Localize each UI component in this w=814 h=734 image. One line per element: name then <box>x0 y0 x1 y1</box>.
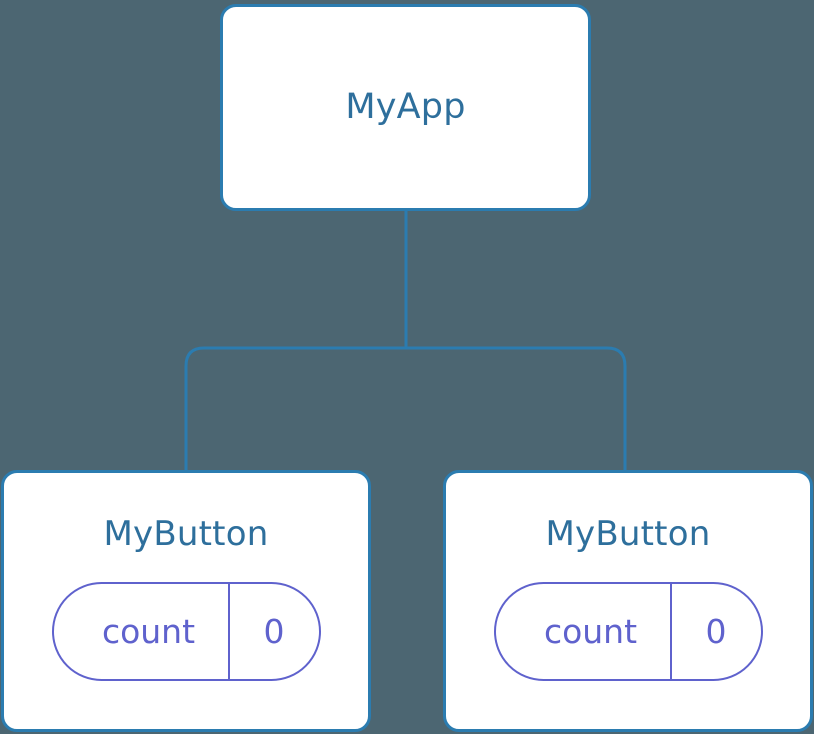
node-mybutton-1[interactable]: MyButton count 0 <box>1 470 371 732</box>
node-mybutton-2[interactable]: MyButton count 0 <box>443 470 813 732</box>
state-pill-1[interactable]: count 0 <box>51 581 321 681</box>
state-value-2: 0 <box>669 583 761 679</box>
state-key-2: count <box>543 611 638 651</box>
state-pill-2[interactable]: count 0 <box>493 581 763 681</box>
node-mybutton-2-label: MyButton <box>545 514 711 554</box>
node-myapp[interactable]: MyApp <box>220 4 591 211</box>
node-myapp-label: MyApp <box>345 87 466 128</box>
node-mybutton-1-label: MyButton <box>103 514 269 554</box>
state-key-1: count <box>101 611 196 651</box>
state-value-1: 0 <box>227 583 319 679</box>
edge-branch-bus <box>184 346 627 470</box>
